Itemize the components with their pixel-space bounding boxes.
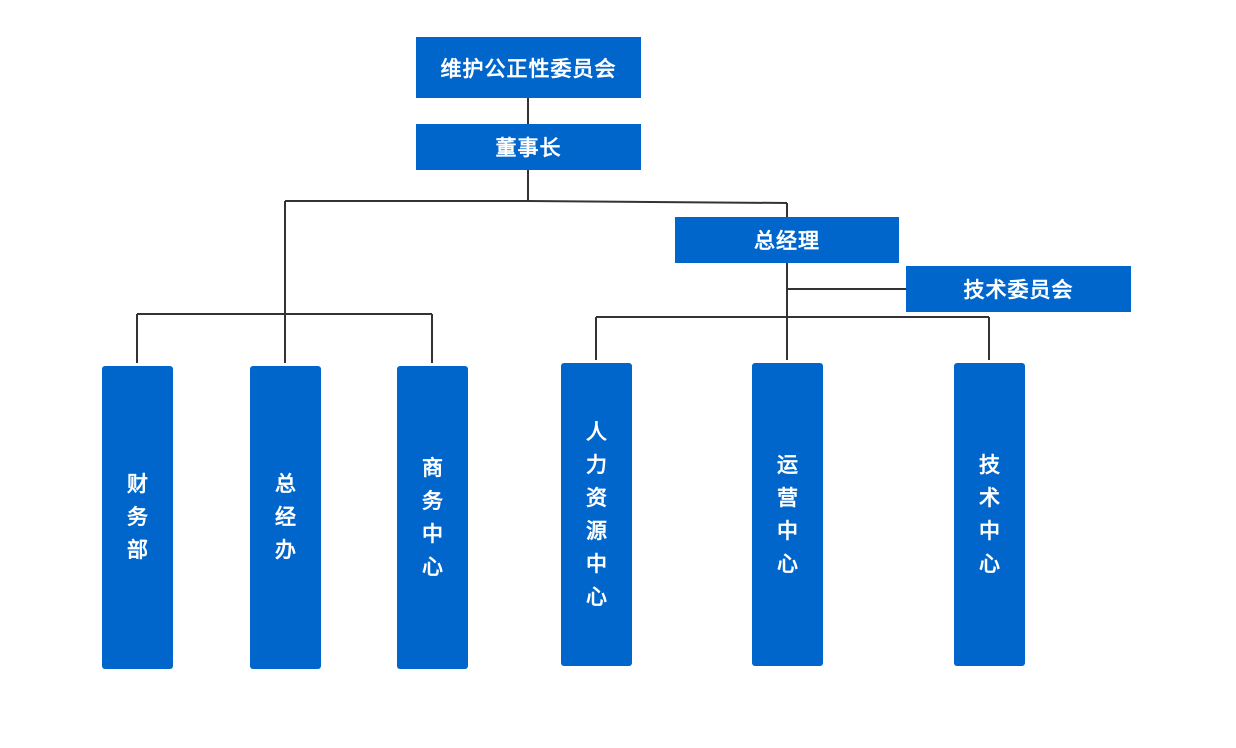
chairman-box: 董事长 (416, 124, 641, 170)
committee-label: 维护公正性委员会 (440, 56, 617, 81)
general-manager-label: 总经理 (754, 229, 820, 253)
gm-office-label: 总经办 (275, 472, 296, 562)
business-center-label: 商务中心 (422, 455, 443, 579)
hr-center-box: 人力资源中心 (561, 363, 632, 666)
tech-committee-label: 技术委员会 (963, 278, 1074, 302)
committee-box: 维护公正性委员会 (416, 37, 641, 98)
chairman-label: 董事长 (495, 136, 562, 160)
general-manager-box: 总经理 (675, 217, 899, 263)
hr-center-label: 人力资源中心 (586, 419, 607, 609)
finance-box: 财务部 (102, 366, 173, 669)
gm-office-box: 总经办 (250, 366, 321, 669)
operations-center-label: 运营中心 (777, 452, 798, 576)
tech-committee-box: 技术委员会 (906, 266, 1131, 312)
business-center-box: 商务中心 (397, 366, 468, 669)
finance-label: 财务部 (127, 472, 148, 562)
operations-center-box: 运营中心 (752, 363, 823, 666)
tech-center-label: 技术中心 (979, 452, 1000, 576)
tech-center-box: 技术中心 (954, 363, 1025, 666)
connector-split-right (527, 200, 788, 204)
